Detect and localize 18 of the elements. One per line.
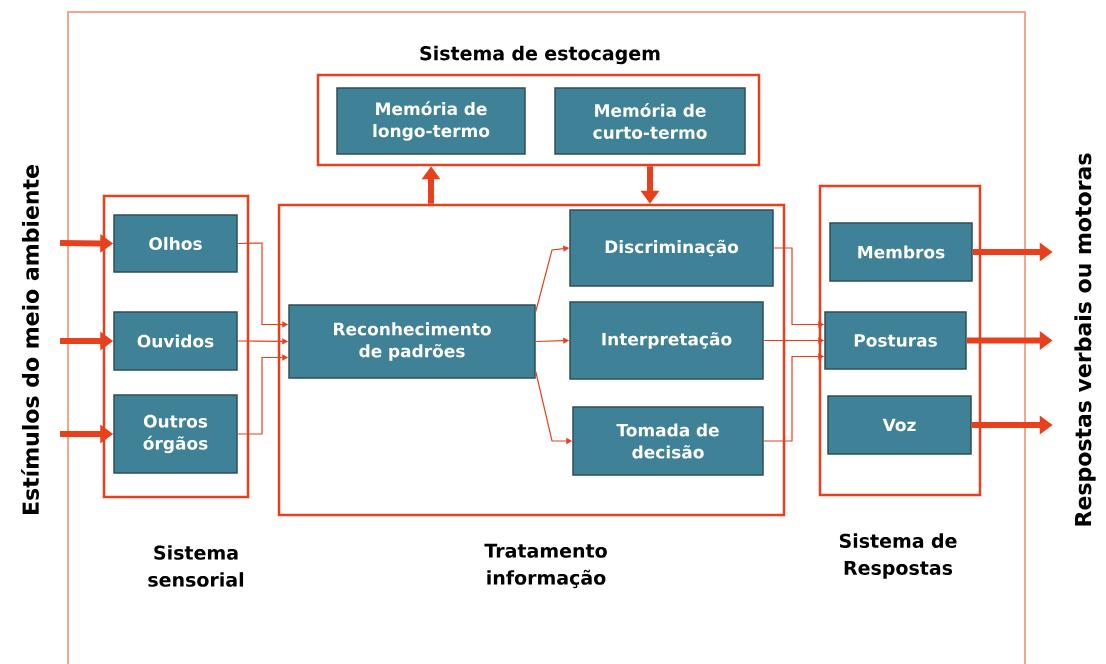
process-box: Interpretação xyxy=(569,301,764,380)
group-heading: Sistema sensorial xyxy=(148,545,244,587)
process-box: Reconhecimento de padrões xyxy=(288,304,536,379)
process-box: Olhos xyxy=(113,214,238,273)
group-heading: Tratamento informação xyxy=(484,543,607,589)
process-box: Outros órgãos xyxy=(113,394,238,474)
process-box: Tomada de decisão xyxy=(572,406,764,476)
process-box: Posturas xyxy=(824,311,967,370)
process-box: Voz xyxy=(827,395,972,455)
side-label: Respostas verbais ou motoras xyxy=(1074,153,1096,526)
process-box: Ouvidos xyxy=(113,311,238,371)
process-box: Membros xyxy=(829,222,973,282)
process-box: Memória de longo-termo xyxy=(336,87,526,155)
side-label: Estímulos do meio ambiente xyxy=(21,165,39,514)
process-box: Memória de curto-termo xyxy=(554,87,746,155)
group-heading: Sistema de Respostas xyxy=(839,533,957,579)
process-box: Discriminação xyxy=(569,209,774,287)
group-heading: Sistema de estocagem xyxy=(420,45,660,65)
